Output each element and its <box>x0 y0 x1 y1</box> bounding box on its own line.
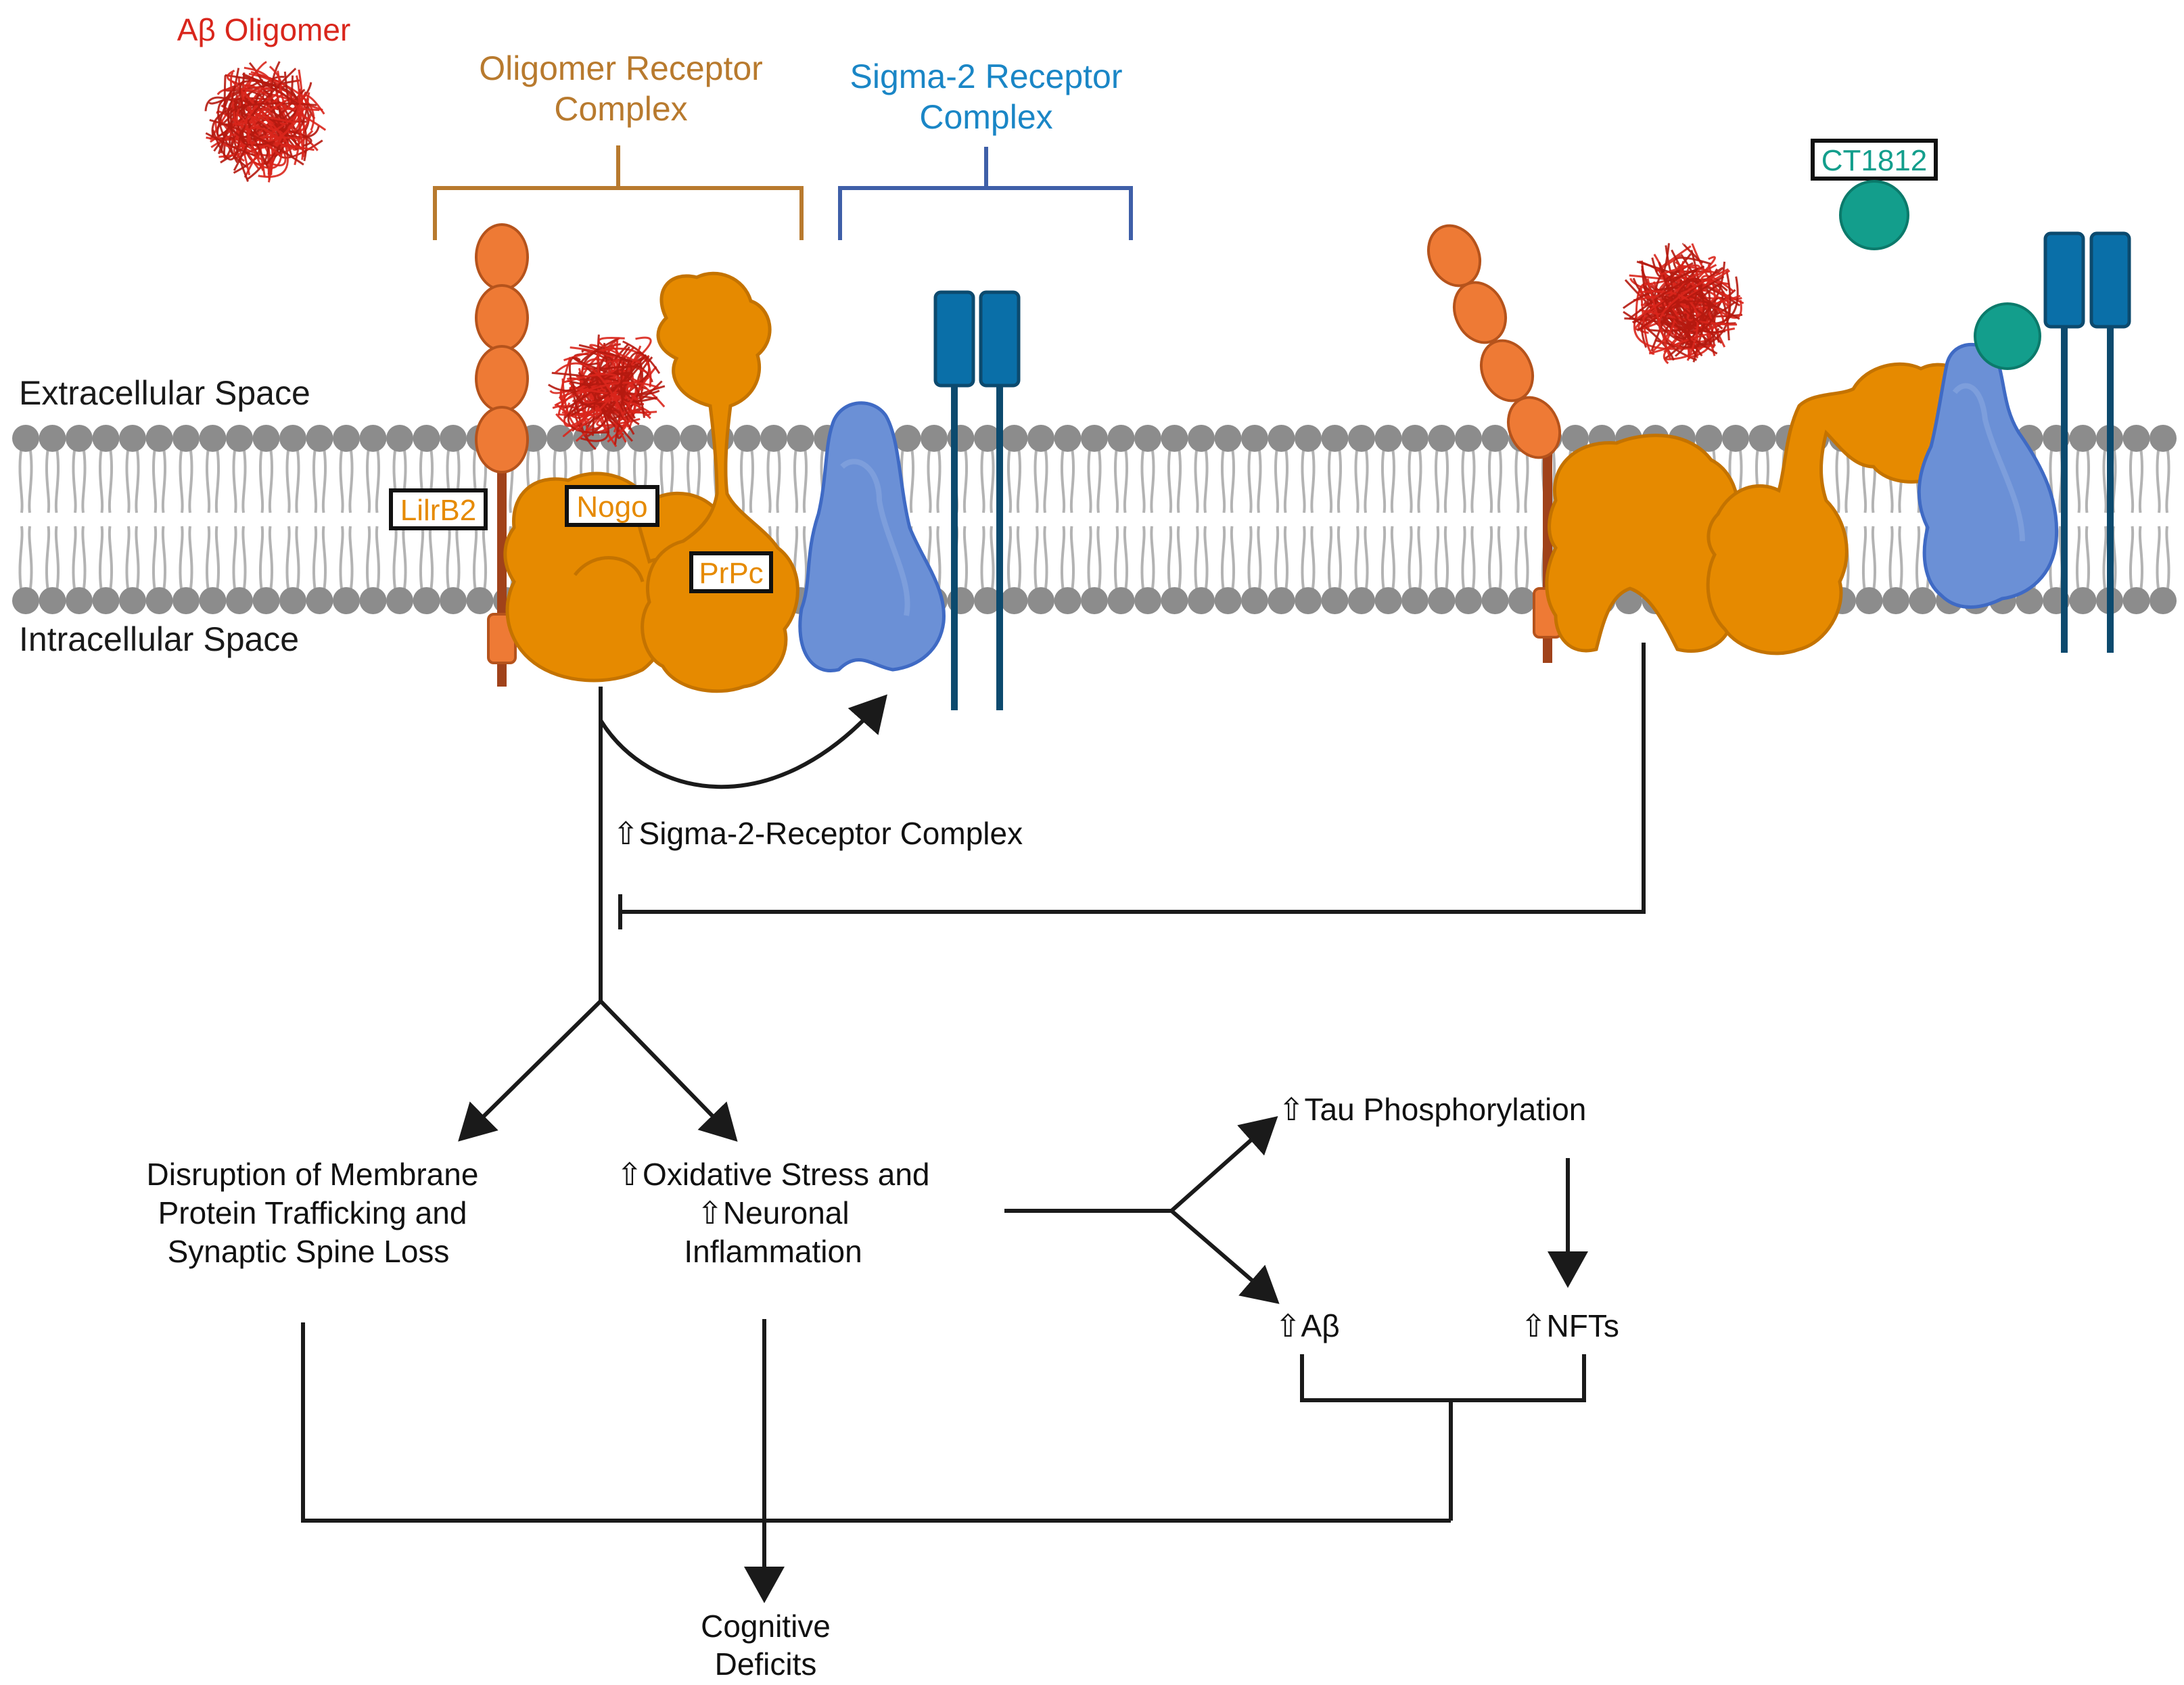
disruption-text-1: Disruption of Membrane <box>147 1157 479 1192</box>
ab-oligomer-top <box>204 61 327 183</box>
lilrb2-label: LilrB2 <box>400 494 477 527</box>
sigma2-receptor-blob-right <box>1917 343 2059 609</box>
disruption-text-3: Synaptic Spine Loss <box>168 1234 450 1269</box>
nfts-increase-text: ⇧NFTs <box>1520 1308 1619 1343</box>
ab-oligomer-floating-right <box>1623 242 1744 365</box>
membrane-lipid-tails-outer <box>18 450 2170 513</box>
oligomer-receptor-label: Oligomer Receptor <box>479 49 763 87</box>
oligomer-receptor-bracket <box>433 145 804 240</box>
oxidative-stress-text-1: ⇧Oxidative Stress and <box>617 1157 930 1192</box>
ct1812-label-box <box>1811 139 1938 181</box>
ct1812-molecule-bound <box>1974 302 2041 370</box>
nogo-receptor-right <box>1545 434 1748 653</box>
disruption-text-2: Protein Trafficking and <box>158 1195 467 1230</box>
ct1812-label: CT1812 <box>1821 144 1928 177</box>
intracellular-space-label: Intracellular Space <box>19 620 299 658</box>
sigma2-receptor-label-2: Complex <box>919 98 1052 136</box>
ab-oligomer-label: Aβ Oligomer <box>177 12 351 47</box>
sigma2-receptor-label: Sigma-2 Receptor <box>850 57 1123 95</box>
lilrb2-receptor <box>475 223 529 687</box>
lilrb2-label-box <box>389 488 488 530</box>
nogo-label-box <box>565 485 659 527</box>
lilrb2-receptor-tilted <box>1427 224 1562 663</box>
tmem97-dimer-right <box>2043 231 2131 653</box>
oxidative-stress-text-2: ⇧Neuronal <box>697 1195 849 1230</box>
prpc-protein-right <box>1706 362 1998 655</box>
ab-oligomer-bound-left <box>548 334 666 451</box>
oligomer-receptor-label-2: Complex <box>554 90 687 128</box>
prpc-label-box <box>689 551 773 593</box>
tau-phosphorylation-text: ⇧Tau Phosphorylation <box>1278 1092 1586 1127</box>
sigma2-receptor-blob <box>798 401 946 672</box>
sigma2-receptor-bracket <box>838 147 1133 240</box>
extracellular-space-label: Extracellular Space <box>19 374 310 412</box>
ct1812-molecule-free <box>1839 180 1909 250</box>
ab-increase-text: ⇧Aβ <box>1275 1308 1340 1343</box>
nogo-label: Nogo <box>576 490 647 524</box>
oxidative-stress-text-3: Inflammation <box>684 1234 862 1269</box>
tmem97-dimer-left <box>933 290 1021 710</box>
sigma2-upregulation-text: ⇧Sigma-2-Receptor Complex <box>613 816 1023 851</box>
prpc-label: PrPc <box>699 557 763 590</box>
prpc-protein <box>641 271 799 693</box>
pathway-arrows <box>301 643 1646 1603</box>
cognitive-deficits-text-1: Cognitive <box>701 1609 831 1644</box>
cognitive-deficits-text-2: Deficits <box>715 1646 817 1682</box>
